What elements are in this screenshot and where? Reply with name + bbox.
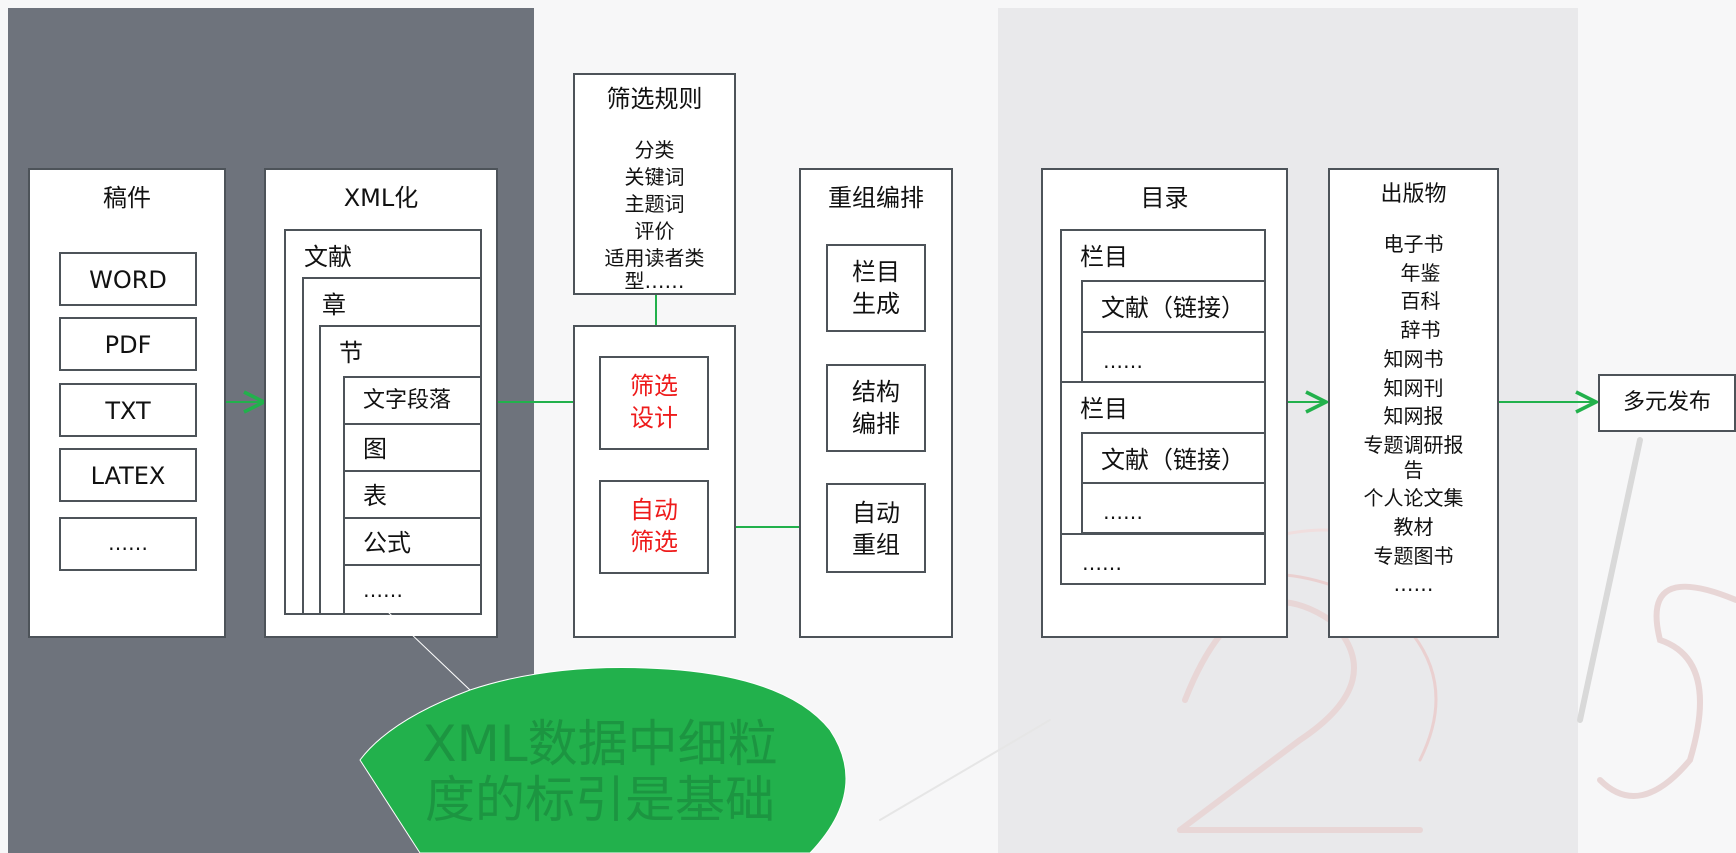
format-word: WORD [59, 252, 197, 306]
filter-rules-box: 筛选规则 分类 关键词 主题词 评价 适用读者类 型…… [573, 73, 736, 295]
xml-item-figure: 图 [343, 423, 482, 472]
auto-reorg-box: 自动 重组 [826, 483, 926, 573]
catalog-more-2: …… [1081, 482, 1266, 534]
format-pdf: PDF [59, 317, 197, 371]
format-txt: TXT [59, 383, 197, 437]
catalog-more-3: …… [1060, 533, 1266, 585]
auto-filter-box: 自动 筛选 [599, 480, 709, 574]
filter-design-box: 筛选 设计 [599, 356, 709, 450]
format-latex: LATEX [59, 448, 197, 502]
xml-item-more: …… [343, 564, 482, 615]
xml-item-table: 表 [343, 470, 482, 519]
publications-box: 出版物 电子书 年鉴 百科 辞书 知网书 知网刊 知网报 专题调研报 告 个人论… [1328, 168, 1499, 638]
publications-list: 电子书 年鉴 百科 辞书 知网书 知网刊 知网报 专题调研报 告 个人论文集 教… [1363, 232, 1464, 597]
catalog-title: 目录 [1140, 184, 1189, 212]
callout-text: XML数据中细粒 度的标引是基础 [422, 715, 778, 829]
xml-title: XML化 [343, 184, 419, 212]
format-more: …… [59, 517, 197, 571]
structure-layout-box: 结构 编排 [826, 364, 926, 452]
filter-rules-title: 筛选规则 [606, 85, 703, 113]
manuscript-title: 稿件 [103, 184, 151, 212]
reorg-title: 重组编排 [828, 184, 924, 212]
manuscript-box: 稿件 WORD PDF TXT LATEX …… [28, 168, 226, 638]
publications-title: 出版物 [1380, 182, 1447, 207]
catalog-more-1: …… [1081, 331, 1266, 383]
filter-rules-list: 分类 关键词 主题词 评价 适用读者类 型…… [604, 138, 705, 293]
column-generate-box: 栏目 生成 [826, 244, 926, 332]
multi-publish-box: 多元发布 [1598, 374, 1736, 432]
